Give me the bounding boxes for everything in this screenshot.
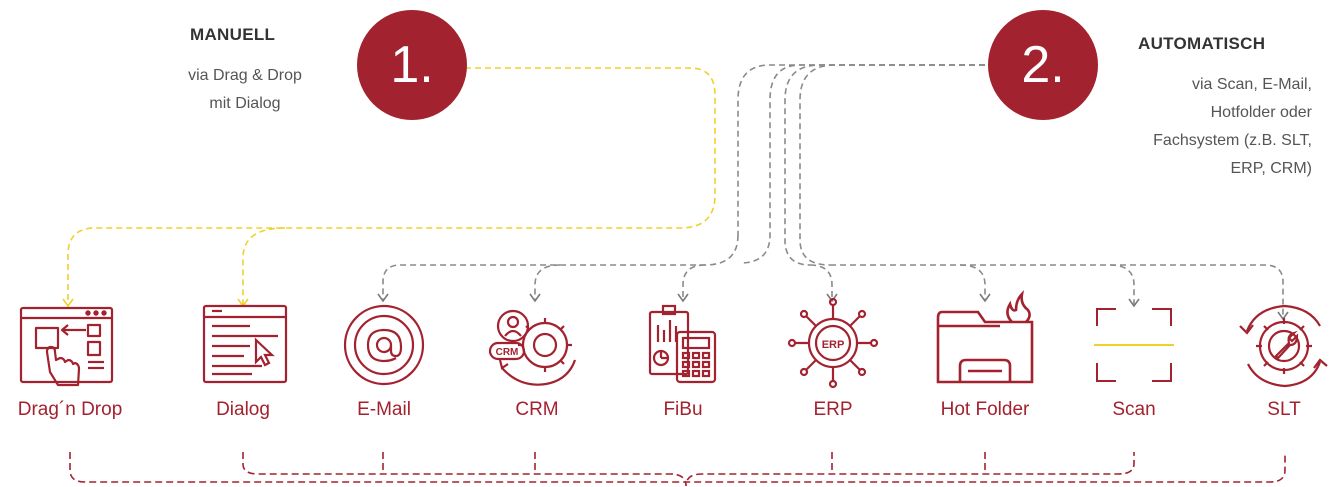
auto-arrow-scan [1128, 298, 1140, 308]
auto-arrow-hotfolder [979, 293, 991, 303]
item-label-fibu: FiBu [663, 399, 703, 420]
auto-connector-4 [799, 64, 995, 266]
step-1-badge: 1. [357, 10, 467, 120]
manual-connector-main [67, 67, 716, 305]
dialog-window-icon [202, 304, 288, 384]
automatic-connectors [382, 64, 1284, 318]
at-sign-icon [343, 304, 425, 386]
automatic-description-line-3: Fachsystem (z.B. SLT, [1153, 132, 1312, 149]
manual-connector-dialog [242, 227, 286, 305]
auto-branch-fibu [682, 264, 706, 300]
erp-gear-icon: ERP [787, 297, 879, 389]
auto-arrow-fibu [677, 293, 689, 303]
item-label-slt: SLT [1267, 399, 1301, 420]
automatic-description: via Scan, E-Mail, Hotfolder oder Fachsys… [1112, 71, 1312, 183]
auto-branch-crm [534, 264, 561, 300]
auto-arrow-erp [826, 293, 838, 303]
automatic-description-line-2: Hotfolder oder [1210, 104, 1312, 121]
auto-branch-right [830, 264, 1284, 318]
item-label-dialog: Dialog [216, 399, 270, 420]
auto-connector-1 [737, 64, 995, 235]
drag-drop-icon [19, 306, 114, 387]
auto-arrow-email [377, 293, 389, 303]
auto-branch-erp [809, 264, 833, 300]
bracket-inner [242, 452, 1135, 487]
item-label-scan: Scan [1112, 399, 1156, 420]
auto-arrow-crm [529, 293, 541, 303]
item-label-email: E-Mail [357, 399, 411, 420]
bottom-bracket [69, 452, 1286, 487]
svg-text:CRM: CRM [496, 347, 519, 358]
auto-branch-scan [1109, 264, 1135, 305]
auto-connector-2 [739, 64, 995, 264]
manual-description: via Drag & Drop mit Dialog [160, 62, 330, 118]
svg-text:ERP: ERP [822, 339, 845, 351]
calculator-report-icon [648, 304, 717, 384]
manual-arrow-drag [62, 298, 74, 308]
wrench-gear-cycle-icon [1239, 304, 1328, 388]
automatic-description-line-1: via Scan, E-Mail, [1191, 76, 1312, 93]
item-label-hot-folder: Hot Folder [940, 399, 1030, 420]
scan-frame-icon [1094, 308, 1174, 382]
automatic-heading: AUTOMATISCH [1138, 34, 1266, 53]
step-2-badge: 2. [988, 10, 1098, 120]
automatic-arrowheads [377, 293, 1289, 321]
crm-gear-icon: CRM [488, 309, 577, 386]
auto-branch-hotfolder [959, 264, 986, 300]
step-2-number: 2. [1021, 36, 1065, 94]
manual-description-line-1: via Drag & Drop [188, 67, 302, 84]
item-label-crm: CRM [515, 399, 559, 420]
auto-branch-left [382, 234, 739, 300]
item-label-erp: ERP [813, 399, 853, 420]
automatic-description-line-4: ERP, CRM) [1230, 160, 1313, 177]
step-1-number: 1. [390, 36, 434, 94]
auto-connector-3 [784, 64, 995, 266]
item-label-drag-drop: Drag´n Drop [17, 399, 123, 420]
manual-heading: MANUELL [190, 25, 276, 44]
hot-folder-icon [936, 290, 1034, 384]
bracket-outer [69, 452, 1286, 483]
manual-description-line-2: mit Dialog [209, 95, 281, 112]
manual-connectors [62, 67, 716, 308]
